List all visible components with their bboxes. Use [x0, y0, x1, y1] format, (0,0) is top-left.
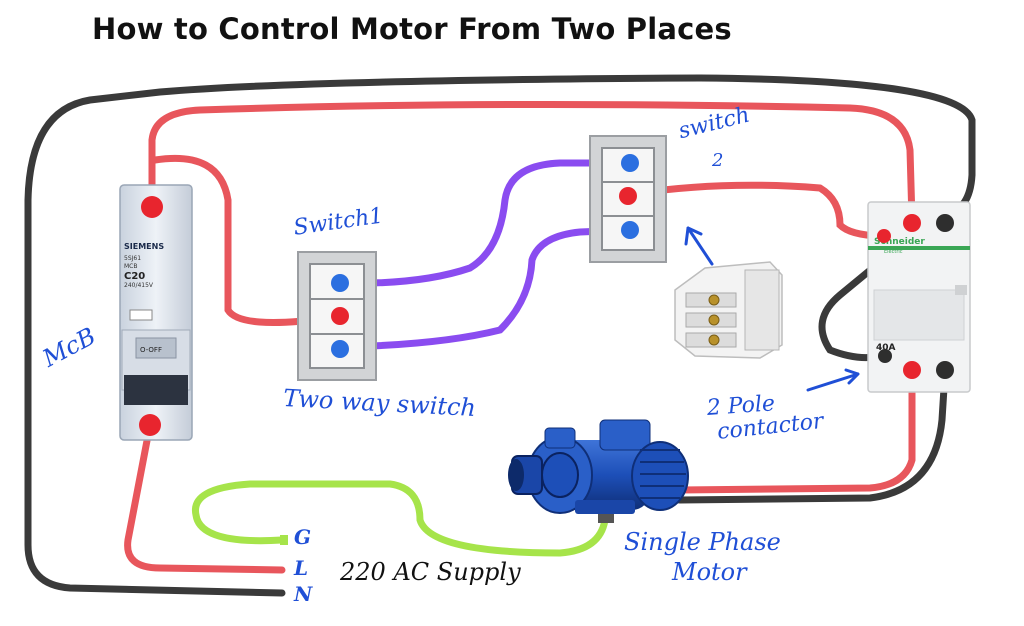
- terminal-g-end: [280, 535, 288, 545]
- terminal-n-label: N: [294, 582, 313, 606]
- switch2-device: [589, 135, 667, 263]
- contactor-terminal-a2: [878, 349, 892, 363]
- contactor-terminal-1: [903, 214, 921, 232]
- switch2-traveler-terminal-1: [621, 154, 639, 172]
- contactor-terminal-2: [903, 361, 921, 379]
- mcb-model-line: 240/415V: [124, 282, 154, 289]
- mcb-model-line: C20: [124, 271, 145, 282]
- mcb-device: SIEMENS 5SJ61 MCB C20 240/415V O-OFF: [119, 184, 193, 441]
- terminal-l-label: L: [294, 556, 309, 580]
- ground-wire: [191, 480, 609, 557]
- traveler-wire-1: [336, 159, 632, 287]
- terminal-g-label: G: [294, 525, 312, 549]
- switch1-traveler-terminal-2: [331, 340, 349, 358]
- mcb-switch-text: O-OFF: [140, 346, 162, 354]
- mcb-brand: SIEMENS: [124, 242, 164, 251]
- contactor-sub-brand: Electric: [884, 249, 903, 255]
- motor-pump: [508, 419, 689, 523]
- page-title: How to Control Motor From Two Places: [92, 12, 732, 46]
- live-wire-switch2-to-contactor: [622, 181, 884, 240]
- switch2-common-terminal: [619, 187, 637, 205]
- switch1-common-terminal: [331, 307, 349, 325]
- neutral-wire-outer: [24, 74, 976, 597]
- mcb-model-line: 5SJ61: [124, 255, 141, 262]
- two-way-switch-photo: [674, 261, 783, 359]
- mcb-top-terminal: [141, 196, 163, 218]
- mcb-model-line: MCB: [124, 263, 137, 270]
- live-wire-top: [148, 100, 916, 224]
- label-supply: 220 AC Supply: [340, 558, 521, 586]
- label-switch2-line2: 2: [712, 150, 724, 171]
- arrow-to-switch2-icon: [684, 226, 714, 266]
- arrow-to-contactor-icon: [806, 368, 860, 392]
- contactor-rating: 40A: [876, 343, 896, 353]
- live-wire-to-switch1: [151, 154, 334, 326]
- switch1-traveler-terminal-1: [331, 274, 349, 292]
- traveler-wire-2: [336, 226, 632, 351]
- contactor-terminal-3: [936, 214, 954, 232]
- label-motor-line1: Single Phase: [624, 528, 781, 556]
- switch2-traveler-terminal-2: [621, 221, 639, 239]
- contactor-terminal-a1: [877, 229, 891, 243]
- mcb-bottom-terminal: [139, 414, 161, 436]
- contactor-brand: Schneider: [874, 237, 925, 247]
- contactor-device: Schneider Electric 40A: [867, 201, 971, 393]
- contactor-terminal-4: [936, 361, 954, 379]
- label-motor-line2: Motor: [672, 558, 747, 586]
- live-wire-mcb-to-supply: [124, 421, 286, 574]
